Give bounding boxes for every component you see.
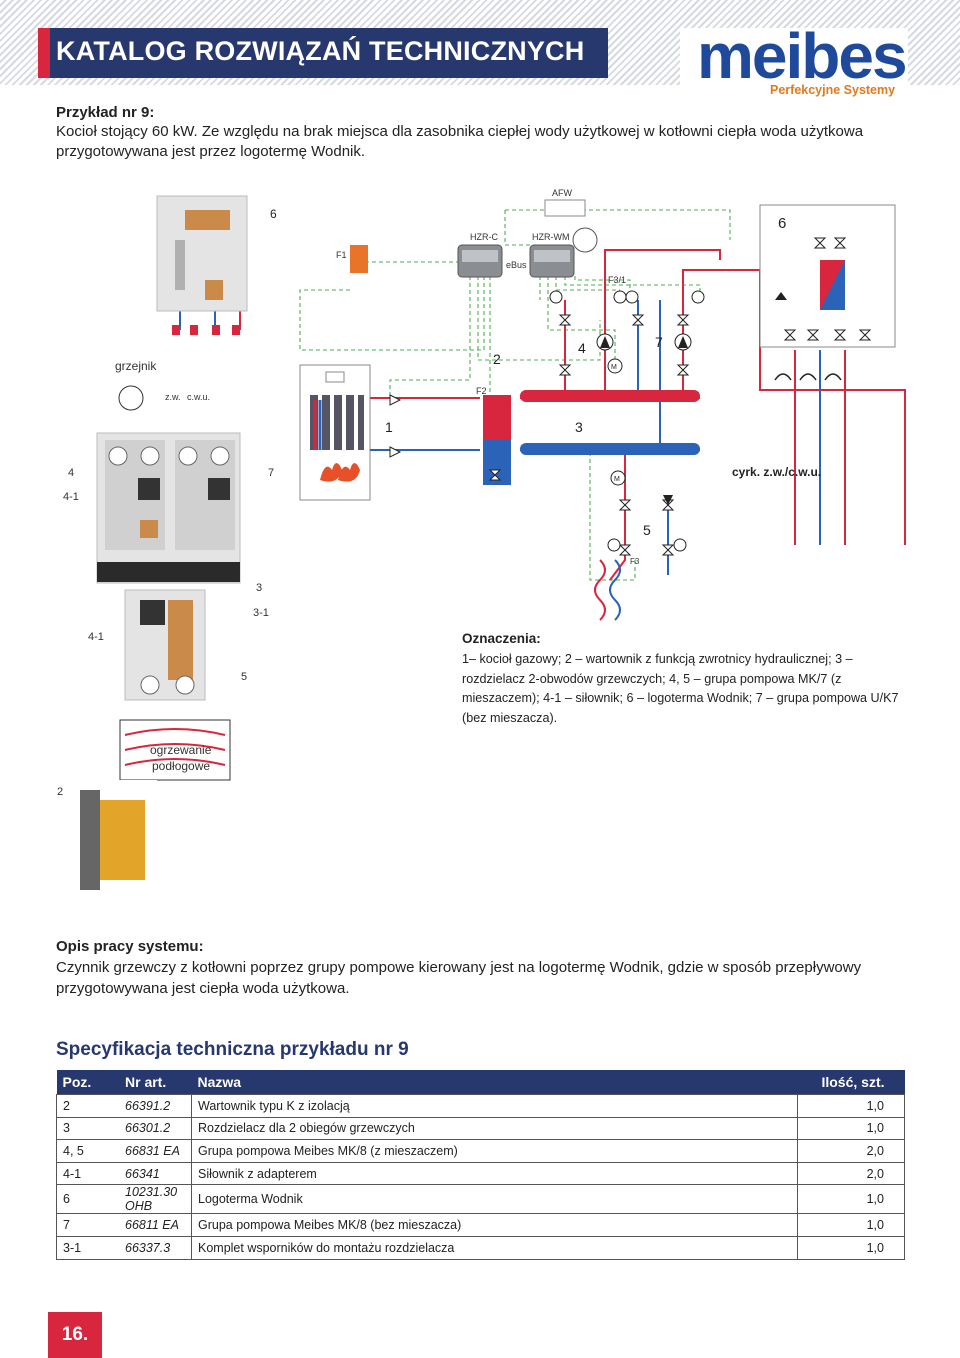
svg-text:7: 7 [268, 467, 274, 479]
svg-text:c.w.u.: c.w.u. [187, 392, 210, 402]
meibes-logo: meibes [697, 20, 908, 92]
svg-text:6: 6 [778, 215, 786, 232]
example-title: Przykład nr 9: [56, 104, 155, 121]
spec-title: Specyfikacja techniczna przykładu nr 9 [56, 1039, 409, 1060]
svg-text:2: 2 [57, 786, 63, 798]
svg-text:5: 5 [643, 522, 651, 538]
svg-text:4-1: 4-1 [63, 491, 79, 503]
table-row: 4, 5 66831 EA Grupa pompowa Meibes MK/8 … [56, 1139, 905, 1163]
legend-title: Oznaczenia: [462, 631, 541, 646]
svg-text:podłogowe: podłogowe [152, 759, 210, 773]
logo-tagline: Perfekcyjne Systemy [770, 83, 896, 97]
distributor-return [520, 443, 700, 455]
svg-text:3-1: 3-1 [253, 607, 269, 619]
col-nr: Nr art. [119, 1070, 192, 1095]
header-bar [38, 28, 608, 78]
table-row: 2 66391.2 Wartownik typu K z izolacją 1,… [56, 1094, 905, 1118]
svg-text:F3/1: F3/1 [608, 275, 626, 285]
svg-text:z.w.: z.w. [165, 392, 181, 402]
svg-text:4: 4 [578, 340, 586, 356]
svg-text:M: M [614, 476, 620, 483]
svg-text:HZR-C: HZR-C [470, 232, 498, 242]
svg-text:4: 4 [68, 467, 74, 479]
table-row: 3 66301.2 Rozdzielacz dla 2 obiegów grze… [56, 1116, 905, 1140]
svg-text:F2: F2 [476, 386, 487, 396]
table-row: 6 10231.30 OHB Logoterma Wodnik 1,0 [56, 1184, 905, 1214]
pump-group-7: 7 [655, 333, 692, 351]
col-poz: Poz. [56, 1070, 119, 1095]
table-row: 3-1 66337.3 Komplet wsporników do montaż… [56, 1235, 905, 1260]
distributor-supply [520, 390, 700, 402]
svg-text:7: 7 [655, 334, 663, 350]
svg-text:eBus: eBus [506, 260, 527, 270]
svg-text:4-1: 4-1 [88, 631, 104, 643]
svg-text:5: 5 [241, 671, 247, 683]
svg-text:6: 6 [270, 207, 277, 221]
system-description-text: Czynnik grzewczy z kotłowni poprzez grup… [56, 959, 862, 997]
system-description-title: Opis pracy systemu: [56, 938, 204, 955]
svg-text:HZR-WM: HZR-WM [532, 232, 570, 242]
svg-text:2: 2 [493, 351, 501, 367]
legend-text: 1– kocioł gazowy; 2 – wartownik z funkcj… [462, 652, 899, 725]
svg-text:1: 1 [385, 419, 393, 435]
col-ilosc: Ilość, szt. [797, 1070, 905, 1095]
logo-panel [680, 28, 908, 106]
pump-group-4: M 4 [578, 333, 623, 374]
table-row: 4-1 66341 Siłownik z adapterem 2,0 [56, 1161, 905, 1185]
svg-text:grzejnik: grzejnik [115, 359, 157, 373]
page-number: 16. [48, 1312, 102, 1358]
svg-text:3: 3 [575, 419, 583, 435]
svg-text:F1: F1 [336, 250, 347, 260]
svg-text:3: 3 [256, 582, 262, 594]
example-description: Kocioł stojący 60 kW. Ze względu na brak… [56, 123, 864, 160]
table-row: 7 66811 EA Grupa pompowa Meibes MK/8 (be… [56, 1213, 905, 1237]
svg-text:cyrk. z.w./c.w.u.: cyrk. z.w./c.w.u. [732, 465, 821, 479]
page-title: KATALOG ROZWIĄZAŃ TECHNICZNYCH [56, 36, 585, 66]
svg-text:F3: F3 [630, 557, 640, 566]
hydraulic-diagram: F1 HZR-C HZR-WM eBus AFW F3/1 F2 2 1 3 [57, 188, 906, 900]
svg-text:AFW: AFW [552, 188, 573, 198]
col-nazwa: Nazwa [191, 1070, 798, 1095]
svg-text:ogrzewanie: ogrzewanie [150, 743, 212, 757]
spec-table: Poz. Nr art. Nazwa Ilość, szt. 2 66391.2… [56, 1070, 905, 1260]
svg-text:M: M [611, 364, 617, 371]
